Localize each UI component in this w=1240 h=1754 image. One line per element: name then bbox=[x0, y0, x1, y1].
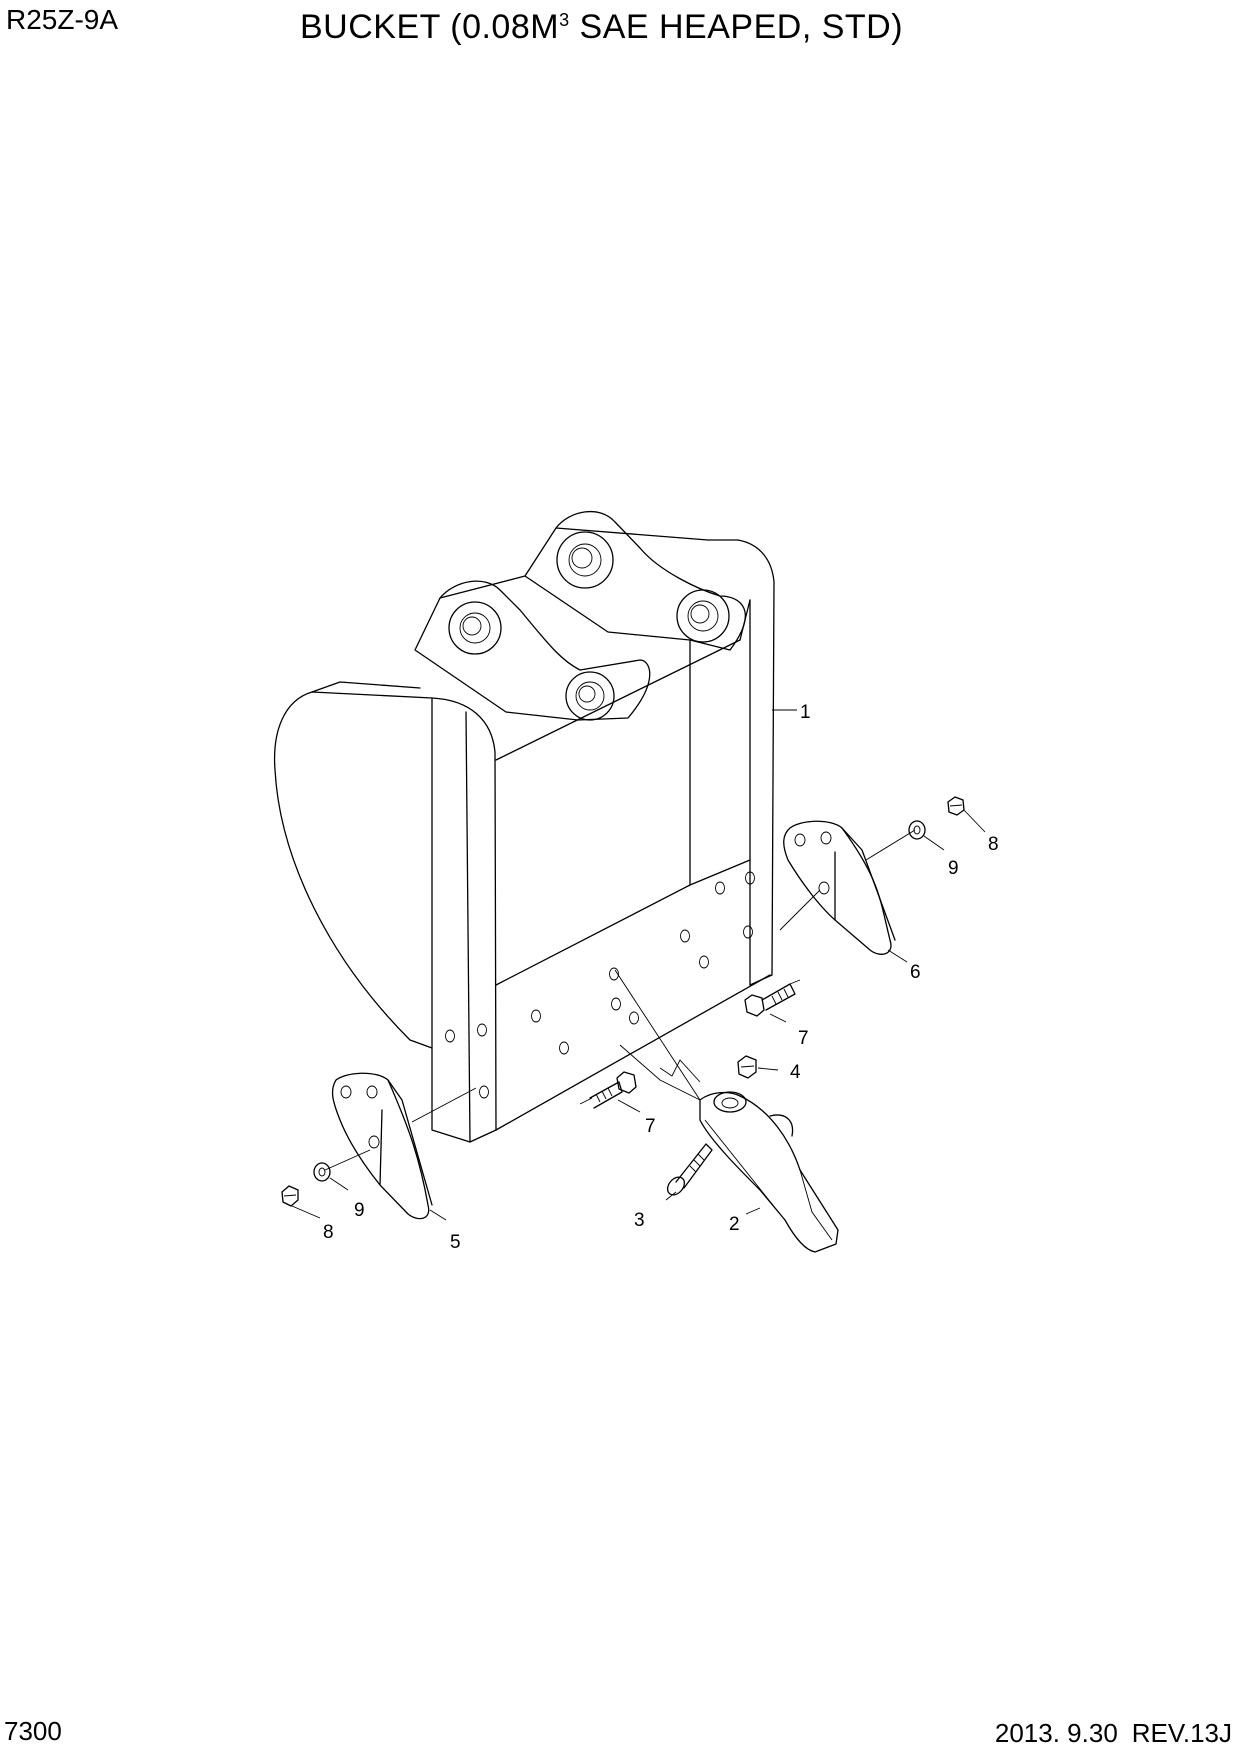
callout-bolt-left: 7 bbox=[645, 1116, 656, 1137]
bolt-right bbox=[744, 979, 801, 1023]
callout-tooth: 2 bbox=[729, 1214, 740, 1235]
bucket-body bbox=[273, 510, 797, 1143]
callout-nut-right: 8 bbox=[988, 834, 999, 855]
side-cutter-right bbox=[779, 820, 916, 963]
washer-right bbox=[908, 820, 945, 851]
callout-washer-right: 9 bbox=[948, 858, 959, 879]
nut-right bbox=[947, 796, 986, 833]
bucket-tooth bbox=[614, 969, 839, 1253]
callout-lock: 4 bbox=[790, 1062, 801, 1083]
title-rest: SAE HEAPED, STD) bbox=[569, 8, 904, 46]
tooth-lock bbox=[737, 1055, 779, 1079]
side-cutter-left bbox=[324, 1072, 477, 1221]
page-number: 7300 bbox=[4, 1716, 62, 1746]
callout-pin: 3 bbox=[634, 1210, 645, 1231]
bolt-left bbox=[579, 1071, 641, 1113]
callout-washer-left: 9 bbox=[354, 1200, 365, 1221]
tooth-pin bbox=[665, 1143, 713, 1201]
callout-side-cutter-left: 5 bbox=[450, 1232, 461, 1253]
page-title: BUCKET (0.08M3 SAE HEAPED, STD) bbox=[300, 8, 903, 47]
title-superscript: 3 bbox=[559, 10, 570, 30]
callout-bolt-right: 7 bbox=[798, 1028, 809, 1049]
model-code: R25Z-9A bbox=[6, 4, 119, 35]
revision-date: 2013. 9.30 bbox=[994, 1718, 1118, 1748]
washer-left bbox=[313, 1162, 349, 1191]
callout-bucket: 1 bbox=[800, 702, 811, 723]
callout-side-cutter-right: 6 bbox=[910, 962, 921, 983]
revision-info: 2013. 9.30 REV.13J bbox=[995, 1718, 1232, 1749]
title-main: BUCKET (0.08M bbox=[300, 8, 560, 46]
nut-left bbox=[281, 1185, 321, 1219]
revision-code: REV.13J bbox=[1131, 1718, 1232, 1748]
callout-nut-left: 8 bbox=[323, 1222, 334, 1243]
